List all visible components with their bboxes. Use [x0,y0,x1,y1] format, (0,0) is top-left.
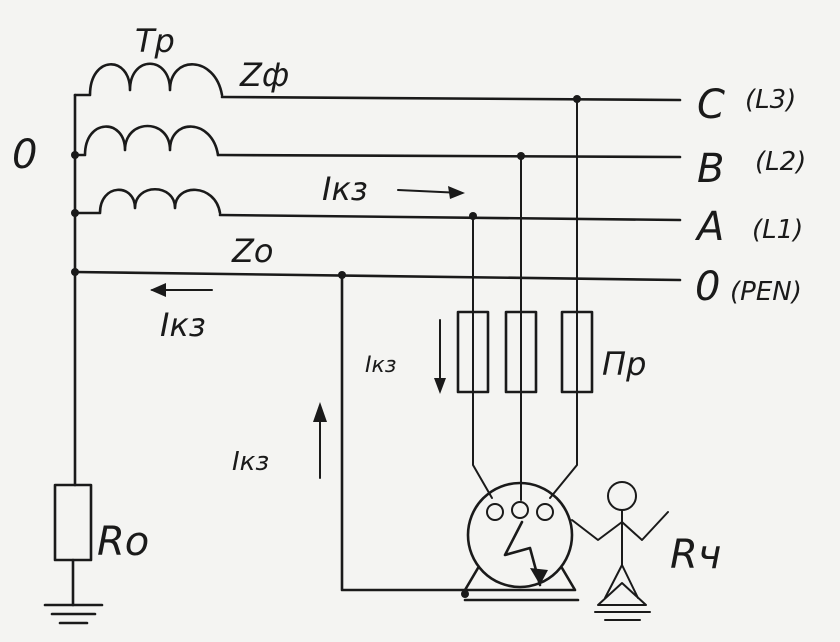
fault-current-label-fuse: Iкз [365,353,396,378]
motor [463,481,580,602]
current-arrow-top-head [448,186,465,199]
line-b [216,153,682,159]
line-c-letter: C [697,82,725,128]
motor-terminal-a [486,503,504,521]
person-ground-triangle [597,582,647,606]
person-resistance-label: Rч [670,532,721,578]
line-c-code: (L3) [745,85,796,115]
node-neutral-a [71,209,79,217]
motor-lead-a [472,391,493,499]
line-a-code: (L1) [752,215,803,245]
current-arrow-left-head [150,283,166,297]
line-pen-code: (PEN) [730,277,802,307]
fault-arrow-head [530,568,548,585]
fault-current-label-top: Iкз [322,170,368,208]
node-neutral-b [71,151,79,159]
line-b-letter: B [697,146,724,192]
current-arrow-pen-head [313,402,327,422]
ground-resistor-label: Rо [97,519,149,565]
person-left-arm [571,519,623,541]
line-pen [73,270,682,282]
person-figure [571,481,669,621]
current-arrow-fuse-head [434,378,446,394]
coil-phase-a [73,187,222,215]
line-pen-letter: 0 [695,264,720,310]
motor-lead-c [549,391,578,499]
line-a-letter: A [694,204,724,250]
motor-terminal-b [511,501,529,519]
motor-ground-node [461,590,469,598]
motor-housing [466,481,574,589]
coil-phase-c [73,62,224,97]
line-c [220,95,682,102]
transformer-coils [73,62,224,215]
person-right-arm [621,511,669,541]
motor-terminal-c [536,503,554,521]
person-left-leg [604,564,623,599]
fault-current-label-left: Iкз [160,306,206,344]
fault-current-label-pen: Iкз [232,447,269,477]
fault-arrow [503,520,542,587]
line-b-code: (L2) [755,147,806,177]
phase-impedance-label: Zф [239,56,289,94]
pen-to-motor [340,273,467,592]
line-a [218,213,682,222]
neutral-point-label: 0 [12,132,37,178]
neutral-impedance-label: Zо [231,232,274,270]
fuse-label: Пр [602,345,646,383]
ground-symbol [43,603,104,625]
person-right-leg [621,564,639,599]
transformer-label: Тр [135,22,175,60]
motor-base [463,566,577,592]
coil-phase-b [73,124,220,157]
